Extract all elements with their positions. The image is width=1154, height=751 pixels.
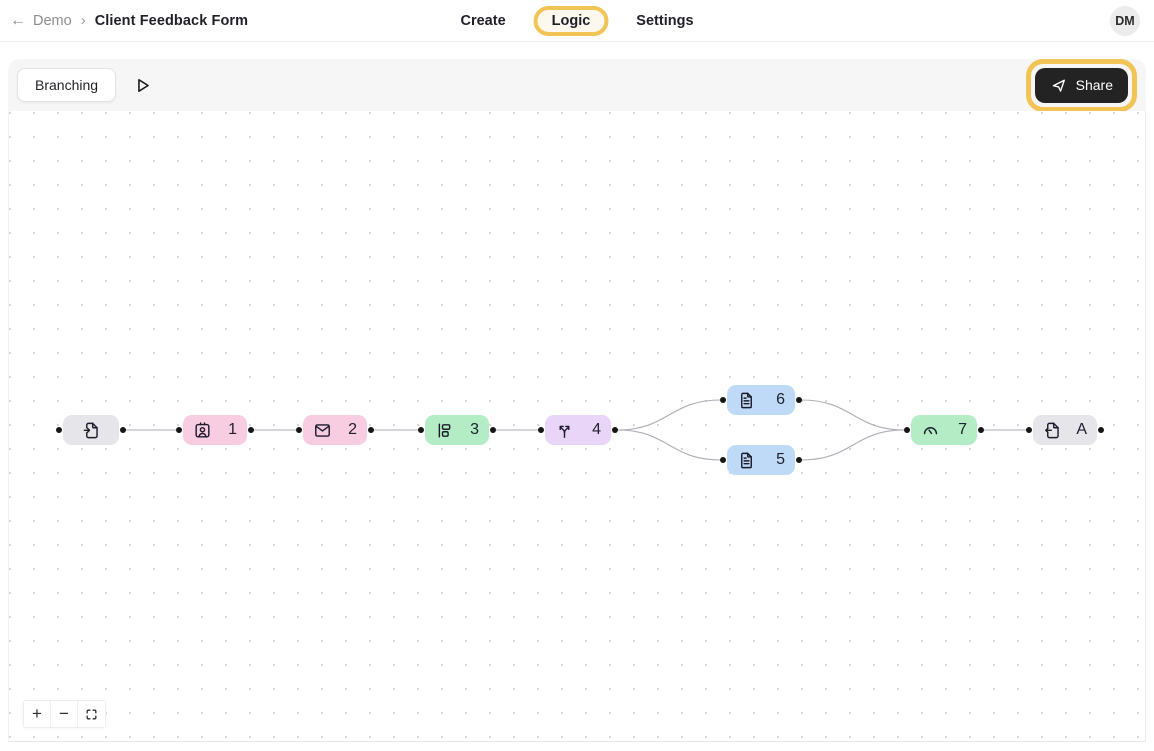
- canvas-controls: + −: [23, 700, 106, 728]
- mail-icon: [315, 423, 330, 437]
- zoom-in-button[interactable]: +: [24, 701, 51, 727]
- back-link[interactable]: ← Demo: [10, 11, 72, 29]
- tab-logic[interactable]: Logic: [551, 12, 591, 29]
- send-icon: [1052, 79, 1065, 92]
- split-icon: [559, 425, 570, 438]
- flow-edge-5-7: [800, 429, 906, 461]
- file-export-icon: [1045, 422, 1059, 438]
- zoom-out-button[interactable]: −: [51, 701, 78, 727]
- flow-edges: [125, 399, 1027, 461]
- share-label: Share: [1075, 77, 1113, 93]
- back-arrow-icon: ←: [10, 11, 26, 29]
- node-label-6: 6: [776, 391, 785, 408]
- node-label-A: A: [1076, 421, 1087, 438]
- flow-node-5[interactable]: 5: [720, 445, 802, 475]
- share-button[interactable]: Share: [1034, 67, 1128, 103]
- fit-view-button[interactable]: [78, 701, 105, 727]
- top-bar: ← Demo › Client Feedback Form Create Log…: [0, 0, 1154, 42]
- share-button-highlight-ring: Share: [1025, 58, 1137, 112]
- chevron-right-icon: ›: [80, 12, 86, 29]
- node-label-5: 5: [776, 451, 785, 468]
- flow-edge-4-6: [616, 399, 722, 431]
- contact-icon: [195, 421, 210, 438]
- logic-panel: Branching Share 1 2: [8, 58, 1146, 742]
- flow-node-6[interactable]: 6: [720, 385, 802, 415]
- node-label-2: 2: [348, 421, 357, 438]
- canvas-toolbar: Branching Share: [8, 58, 1146, 112]
- tab-create[interactable]: Create: [460, 12, 506, 29]
- branching-button[interactable]: Branching: [17, 68, 117, 102]
- flow-edge-6-7: [800, 399, 906, 431]
- flow-node-start[interactable]: [56, 415, 126, 445]
- flow-edge-4-5: [616, 429, 722, 461]
- list-icon: [438, 422, 451, 438]
- top-nav: Create Logic Settings: [456, 5, 697, 36]
- node-label-3: 3: [470, 421, 479, 438]
- flow-node-2[interactable]: 2: [296, 415, 374, 445]
- flow-canvas[interactable]: 1 2 3 4 6 5 7 A + −: [8, 111, 1146, 742]
- node-label-1: 1: [228, 421, 237, 438]
- flow-node-A[interactable]: A: [1026, 415, 1104, 445]
- breadcrumb: ← Demo › Client Feedback Form: [10, 12, 248, 29]
- file-icon: [741, 452, 752, 468]
- logic-tab-highlight-ring: Logic: [533, 5, 609, 36]
- fit-view-icon: [86, 709, 97, 719]
- file-import-icon: [83, 422, 98, 438]
- flow-node-1[interactable]: 1: [176, 415, 254, 445]
- node-label-7: 7: [958, 421, 967, 438]
- flow-node-4[interactable]: 4: [538, 415, 618, 445]
- page-title: Client Feedback Form: [94, 12, 249, 29]
- file-icon: [741, 392, 752, 408]
- user-avatar[interactable]: DM: [1110, 5, 1140, 36]
- back-label: Demo: [33, 12, 72, 29]
- node-label-4: 4: [592, 421, 601, 438]
- play-icon: [138, 78, 149, 92]
- tab-settings[interactable]: Settings: [636, 12, 694, 29]
- flow-node-7[interactable]: 7: [904, 415, 984, 445]
- play-button[interactable]: [133, 76, 152, 95]
- gauge-icon: [923, 426, 938, 434]
- flow-node-3[interactable]: 3: [418, 415, 496, 445]
